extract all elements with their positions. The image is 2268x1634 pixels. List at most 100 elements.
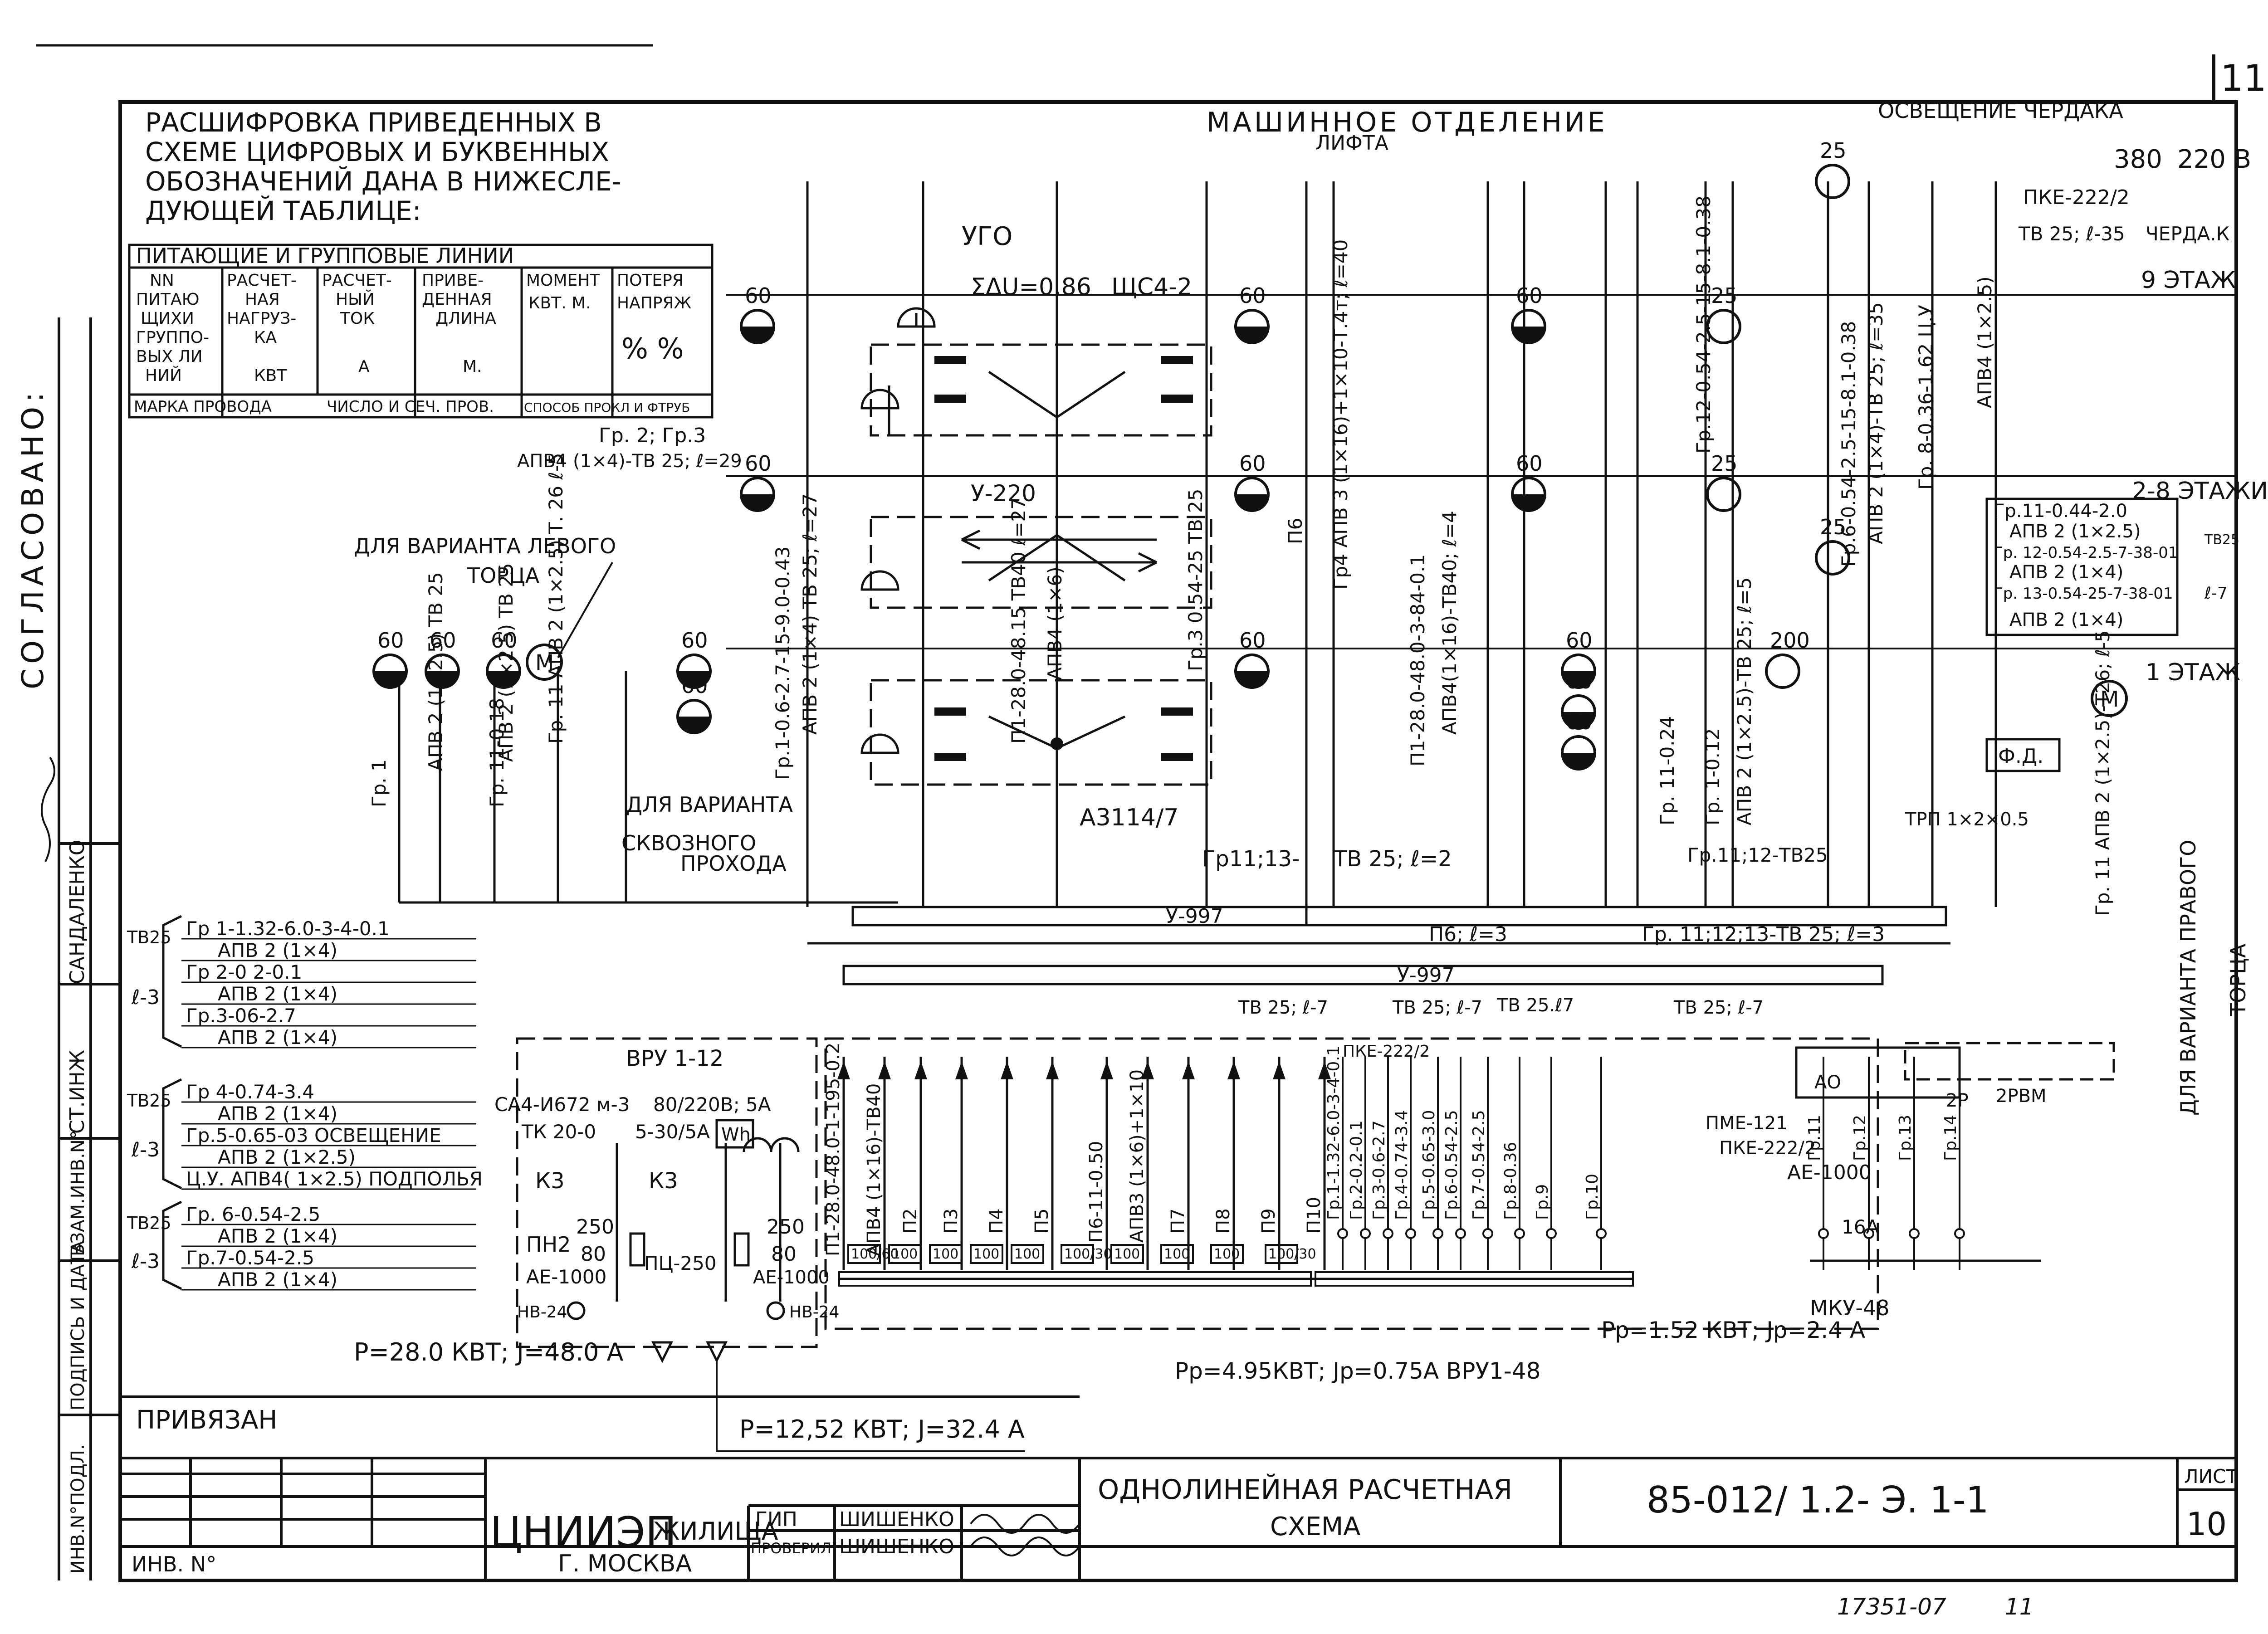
archive-number: 17351-07 — [1837, 1594, 1946, 1620]
riser-label: Гр. 1-0.12 — [1701, 728, 1724, 825]
title-block: ПРИВЯЗАН ИНВ. N° ЦНИИЭП ЖИЛИЩА Г. МОСКВА… — [120, 1395, 2238, 1620]
legend-col1-r1: NN — [150, 271, 174, 290]
fuse: 100/30 — [1265, 1244, 1316, 1264]
top-labels: МАШИННОЕ ОТДЕЛЕНИЕ ЛИФТА ОСВЕЩЕНИЕ ЧЕРДА… — [1207, 98, 2268, 686]
intro-line-2: СХЕМЕ ЦИФРОВЫХ И БУКВЕННЫХ — [145, 137, 609, 167]
org-label: ЦНИИЭП — [490, 1508, 677, 1556]
p-main-label: Р=28.0 КВТ; J=48.0 А — [354, 1338, 624, 1366]
feeder: Гр.13 — [1896, 1057, 1920, 1270]
bell-icon-4 — [860, 733, 899, 754]
voltage-label: 380 — [2114, 145, 2162, 174]
fuse: 100 — [929, 1244, 963, 1264]
riser-label: Гр4 АПВ 3 (1×16)+1×10-Т.4т; ℓ=40 — [1330, 239, 1352, 590]
feeder-label: П10 — [1304, 1197, 1325, 1234]
legend-col1-r4: ГРУППО- — [136, 328, 209, 347]
lamp-wattage: 60 — [1239, 451, 1266, 476]
lamp-icon: 60 — [1561, 710, 1596, 771]
feeder: Гр.4-0.74-3.4 — [1393, 1057, 1416, 1270]
lamp-wattage: 60 — [491, 628, 518, 653]
tb25-l2-label: ТВ 25; ℓ=2 — [1333, 846, 1452, 872]
legend-col6-r3: % % — [621, 332, 684, 365]
lamp-icon: 60 — [1561, 669, 1596, 730]
lamp-wattage: 60 — [1566, 710, 1593, 734]
feeder-label: Гр.3-0.6-2.7 — [1370, 1120, 1388, 1220]
feeder: П2 — [900, 1057, 927, 1270]
lamp-wattage: 25 — [1820, 515, 1847, 539]
lamp-icon: 60 — [1511, 451, 1546, 512]
floor1-label: 1 ЭТАЖ — [2146, 659, 2240, 686]
legend-col3-r4: А — [358, 357, 370, 376]
a3114-label: А3114/7 — [1080, 804, 1179, 831]
stamp-engineer: СТ.ИНЖ — [66, 1050, 89, 1134]
lamp-icon: 60 — [676, 673, 712, 734]
feeder-label: Гр.11 — [1805, 1115, 1824, 1161]
approval-label: СОГЛАСОВАНО: — [15, 388, 50, 689]
legend-col2-r2: НАЯ — [245, 290, 280, 309]
fuse: 100 — [888, 1244, 922, 1264]
group-line: АПВ 2 (1×4) — [218, 939, 337, 961]
group-line: АПВ 2 (1×4) — [218, 1026, 337, 1049]
group-line: Гр 4-0.74-3.4 — [186, 1081, 314, 1103]
sheet-title: ОДНОЛИНЕЙНАЯ РАСЧЕТНАЯ — [1098, 1473, 1512, 1506]
lamp-icon: 60 — [1234, 451, 1270, 512]
lamp-icon: 60 — [676, 628, 712, 689]
feeder-label: П4 — [986, 1208, 1007, 1234]
nv24a-label: НВ-24 — [517, 1303, 567, 1322]
legend-col3-r3: ТОК — [340, 309, 375, 328]
lamp-wattage: 60 — [1516, 283, 1543, 308]
legend-table: ПИТАЮЩИЕ И ГРУППОВЫЕ ЛИНИИ NN ПИТАЮ ЩИХИ… — [128, 244, 714, 419]
fuse: 100 — [1160, 1244, 1194, 1264]
left-end-pointer — [557, 562, 613, 658]
attic-line-label: ТВ 25; ℓ-35 — [2018, 223, 2125, 245]
right-groups-box: Гр.11-0.44-2.0 АПВ 2 (1×2.5) Гр. 12-0.54… — [1985, 498, 2239, 636]
ae1000b-label: АЕ-1000 — [753, 1267, 830, 1288]
sheet-label: ЛИСТ — [2184, 1465, 2238, 1488]
lamp-icon: 60 — [372, 628, 408, 689]
lamp-icon: 60 — [1234, 628, 1270, 689]
ae1000c-label: АЕ-1000 — [1787, 1161, 1872, 1184]
feeder-label: П1-28.0-48.0-1-195-0.2 — [823, 1043, 844, 1256]
legend-col4-r1: ПРИВЕ- — [422, 271, 484, 290]
fuse-rating: 100/30 — [1064, 1246, 1112, 1262]
legend-col2-r3: НАГРУЗ- — [227, 309, 296, 328]
pke-bottom-label: ПКЕ-222/2 — [1719, 1138, 1816, 1159]
p-second-leader — [716, 1361, 1025, 1452]
fuse: 100 — [1011, 1244, 1044, 1264]
right-terminal-box-2 — [1904, 1042, 2115, 1081]
group-tb: ТВ25 — [127, 927, 171, 947]
legend-col6-r1: ПОТЕРЯ — [617, 271, 684, 290]
fuse-rating: 100 — [1014, 1246, 1040, 1262]
motor-right-icon: М — [2100, 687, 2119, 712]
uto-label: УГО — [962, 222, 1012, 251]
left-end-label: ДЛЯ ВАРИАНТА ЛЕВОГО — [354, 534, 616, 558]
feeder: П10 — [1304, 1057, 1331, 1270]
feeder-label: Гр.2-0.2-0.1 — [1347, 1120, 1366, 1220]
pke-mid-label: ПКЕ-222/2 — [1343, 1042, 1430, 1061]
mku-label: МКУ-48 — [1810, 1296, 1890, 1320]
fuse-rating: 100 — [1164, 1246, 1190, 1262]
feeder: АПВ4 (1×16)-ТВ40 — [864, 1057, 891, 1270]
feeder-label: Гр.5-0.65-3.0 — [1420, 1110, 1438, 1220]
ca2-label: 80/220В; 5А — [653, 1093, 771, 1116]
feeder: П3 — [941, 1057, 968, 1270]
bell-icon-3 — [860, 570, 899, 591]
r80-label: 80 — [771, 1243, 797, 1266]
riser-label: АПВ4(1×16)-ТВ40; ℓ=4 — [1438, 511, 1461, 735]
gr11-12-13-label: Гр. 11;12;13-ТВ 25; ℓ=3 — [1642, 923, 1885, 946]
attic-short-label: ЧЕРДА.К — [2146, 223, 2229, 245]
through-label: ДЛЯ ВАРИАНТА — [626, 792, 793, 817]
lamp-icon: 60 — [1234, 283, 1270, 344]
lamp-wattage: 60 — [377, 628, 404, 653]
lamp-wattage: 60 — [1516, 451, 1543, 476]
riser-label: АПВ 2 (1×2.5)-ТВ 25; ℓ=5 — [1733, 577, 1755, 825]
fuse-rating: 100/60 — [851, 1246, 899, 1262]
floor9-label: 9 ЭТАЖ — [2141, 267, 2236, 294]
stamp-replace-inv: ВЗАМ.ИНВ.N° — [68, 1130, 88, 1256]
signature-checked — [970, 1536, 1080, 1556]
feeder-group: П1-28.0-48.0-1-195-0.2 АПВ4 (1×16)-ТВ40 П2… — [823, 1043, 2041, 1287]
feeder: П9 — [1258, 1057, 1286, 1270]
tb25-l7c-label: ТВ 25.ℓ7 — [1496, 995, 1574, 1016]
p2vm-label: 2РВМ — [1996, 1086, 2047, 1107]
wh-meter — [715, 1119, 754, 1149]
